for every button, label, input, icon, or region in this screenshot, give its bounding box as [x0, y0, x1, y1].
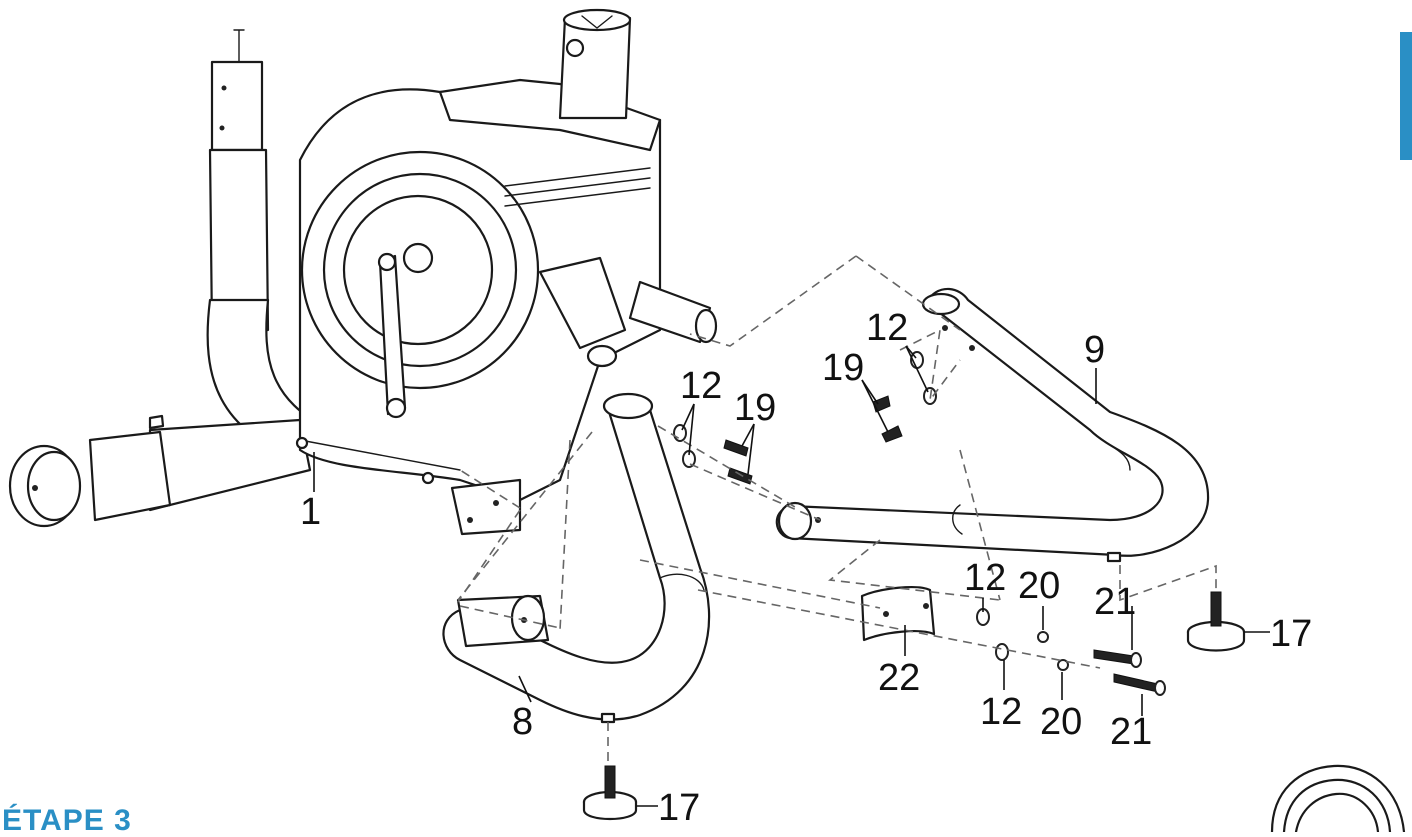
main-frame-drawing	[8, 8, 718, 536]
callout-20-bottom: 20	[1040, 701, 1082, 743]
callout-12-lower-bottom: 12	[980, 691, 1022, 733]
callout-20-top: 20	[1018, 565, 1060, 607]
leveling-foot-right	[1186, 591, 1246, 652]
callout-8: 8	[512, 701, 533, 743]
bracket-drawing	[860, 586, 936, 642]
callout-19-left: 19	[734, 387, 776, 429]
callout-12-upper: 12	[866, 307, 908, 349]
callout-21-bottom: 21	[1110, 711, 1152, 753]
callout-17-right: 17	[1270, 613, 1312, 655]
callout-1: 1	[300, 491, 321, 533]
section-tab	[1400, 32, 1412, 160]
callout-19-upper: 19	[822, 347, 864, 389]
leader-lines	[313, 345, 1270, 807]
assembly-dashed-lines	[457, 255, 1217, 764]
washer-bolt-set-upper	[872, 351, 937, 443]
next-step-preview-drawing	[1270, 764, 1406, 832]
step-title: ÉTAPE 3	[2, 804, 132, 837]
part-callouts: 1 9 8 12 19 12 19 22 12 12 20 20 21 21 1…	[300, 307, 1312, 829]
leveling-foot-bottom	[582, 765, 638, 820]
front-stabilizer-drawing	[775, 287, 1210, 563]
callout-12-left: 12	[680, 365, 722, 407]
callout-21-top: 21	[1094, 581, 1136, 623]
callout-17-bottom: 17	[658, 787, 700, 829]
washer-bolt-set-lower	[976, 608, 1166, 696]
callout-12-lower-top: 12	[964, 557, 1006, 599]
callout-22: 22	[878, 657, 920, 699]
callout-9: 9	[1084, 329, 1105, 371]
